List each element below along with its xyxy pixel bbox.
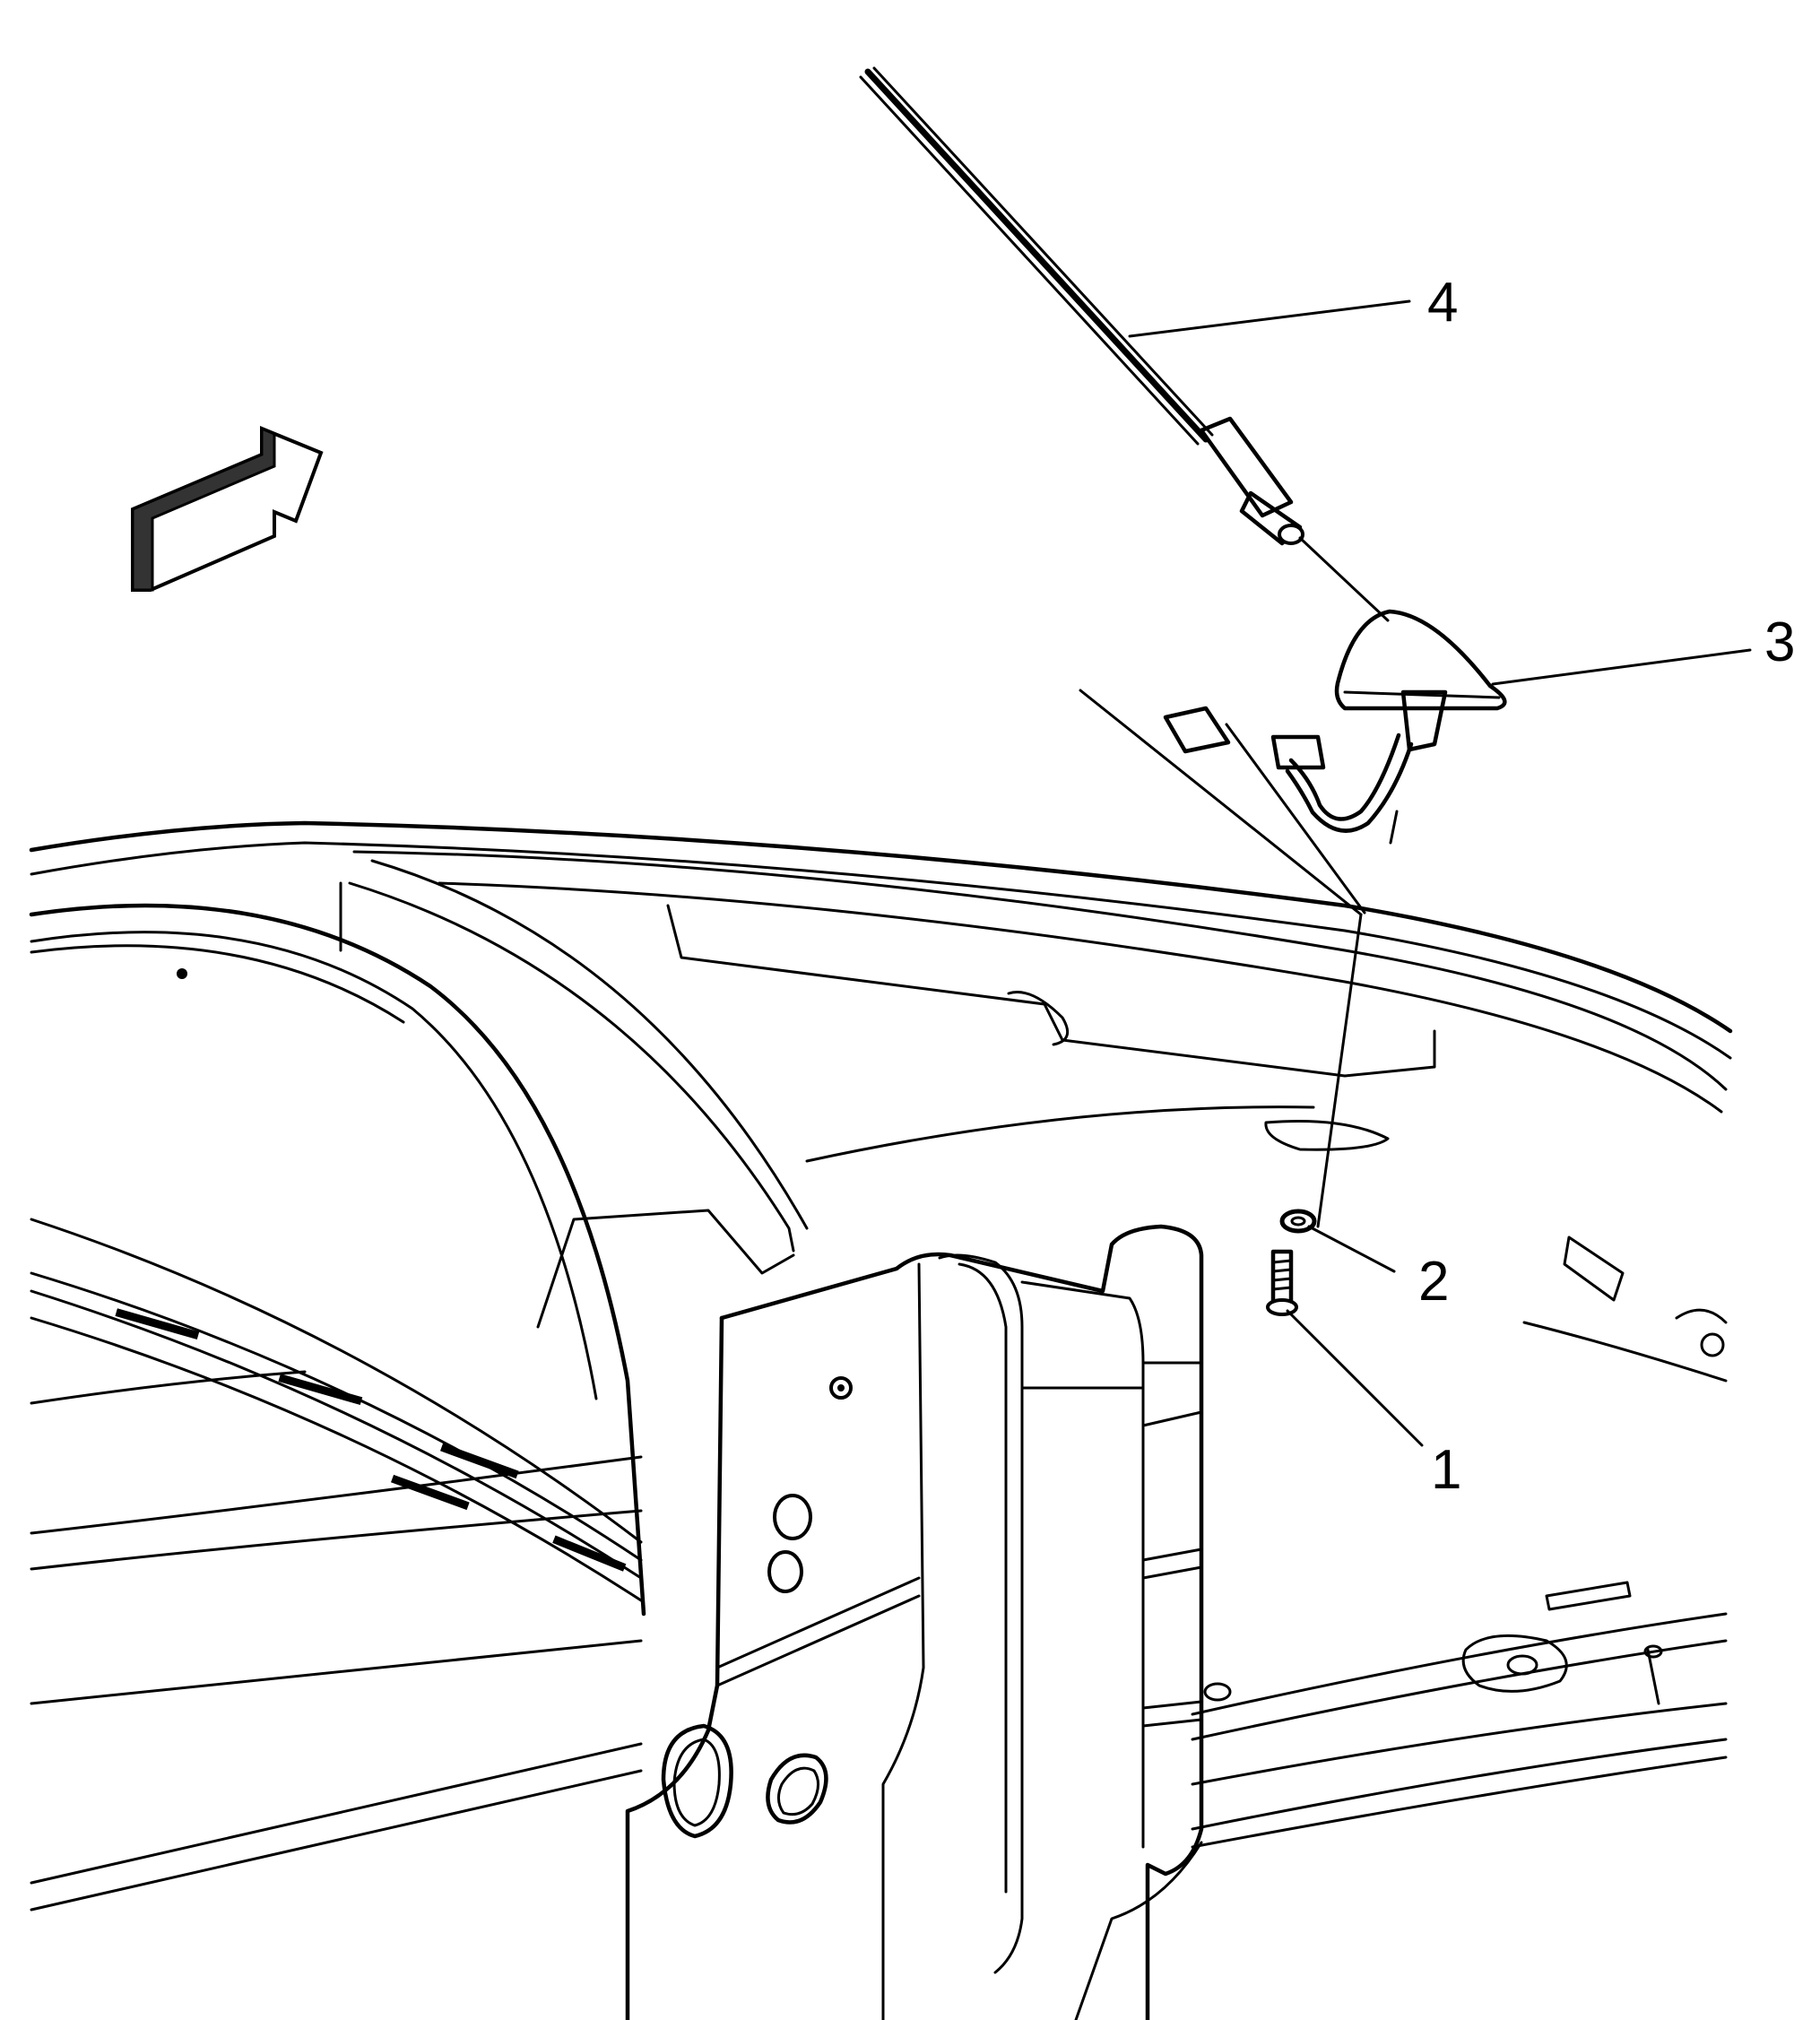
b-pillar — [625, 1224, 1204, 2020]
antenna-base — [1270, 609, 1507, 845]
fastener-washer — [1279, 1209, 1317, 1234]
antenna-mast — [859, 66, 1390, 622]
rear-roof-rail — [1191, 1581, 1728, 1849]
callout-2: 2 — [1418, 1251, 1449, 1313]
roof-panel — [29, 820, 1733, 1383]
body-side-rail — [30, 1218, 643, 1912]
callout-3: 3 — [1764, 611, 1795, 673]
windshield-frame — [29, 859, 809, 1617]
callout-1: 1 — [1431, 1439, 1461, 1501]
cable-connector — [1079, 689, 1366, 1228]
direction-arrow-icon — [131, 426, 324, 592]
leader-lines — [1128, 299, 1752, 1447]
fastener-bolt — [1266, 1249, 1298, 1316]
callout-4: 4 — [1427, 272, 1458, 334]
